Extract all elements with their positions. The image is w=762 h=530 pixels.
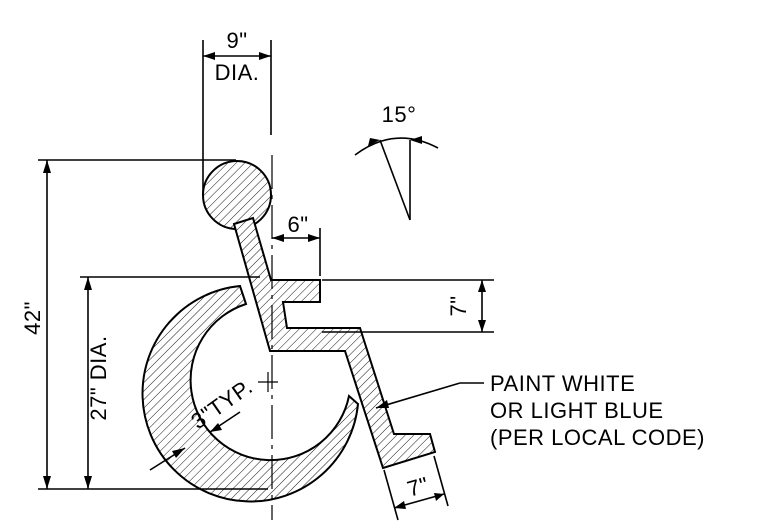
wheel-diameter-dimension: 27" DIA. — [80, 276, 260, 489]
wheel-arc — [141, 284, 360, 503]
head-diameter-label: 9" — [226, 28, 247, 53]
paint-note: PAINT WHITE OR LIGHT BLUE (PER LOCAL COD… — [375, 371, 705, 450]
wheel-diameter-label: 27" DIA. — [86, 335, 111, 420]
head-dia-suffix-label: DIA. — [215, 60, 260, 85]
overall-height-label: 42" — [20, 301, 45, 335]
arm-height-dimension: 7" — [322, 279, 494, 333]
head-circle — [202, 160, 272, 230]
note-line-2: OR LIGHT BLUE — [490, 398, 664, 423]
note-line-1: PAINT WHITE — [490, 371, 635, 396]
head-diameter-dimension: 9" DIA. — [202, 28, 272, 195]
foot-length-label: 7" — [404, 472, 431, 502]
arm-offset-dimension: 6" — [272, 212, 321, 276]
angle-label: 15° — [382, 102, 417, 127]
angle-dimension: 15° — [354, 102, 439, 221]
arm-height-label: 7" — [446, 295, 471, 316]
arm-offset-label: 6" — [287, 212, 308, 237]
overall-height-dimension: 42" — [20, 159, 268, 490]
note-line-3: (PER LOCAL CODE) — [490, 425, 705, 450]
